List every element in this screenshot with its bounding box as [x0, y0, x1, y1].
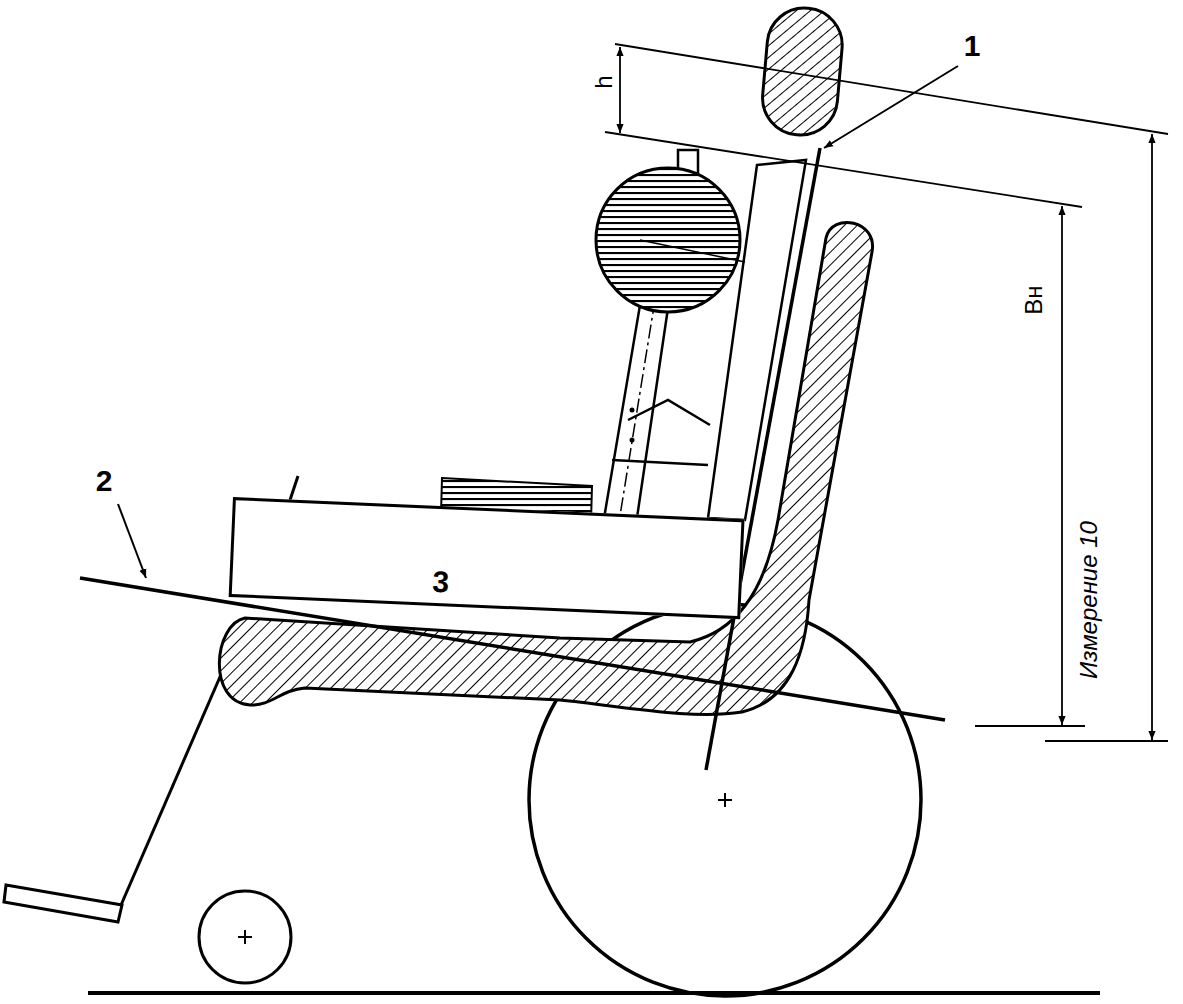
dimension-line: [1061, 206, 1063, 725]
ground-line: [88, 991, 1100, 995]
disk-axis: [640, 240, 745, 262]
axle-mark: [718, 793, 732, 807]
leader-line: [824, 66, 958, 148]
leader-line: [118, 504, 146, 578]
extension-line: [605, 132, 1082, 207]
seat-block: 3: [229, 497, 745, 619]
linkage: [612, 400, 710, 465]
callout-number: 3: [432, 565, 450, 600]
head-form: [759, 5, 845, 138]
dimension-label: Вн: [1022, 285, 1046, 314]
callout-number: 2: [96, 466, 113, 496]
footrest: [4, 885, 122, 922]
extension-line: [615, 44, 1168, 134]
dimension-label: Измерение 10: [1077, 521, 1101, 679]
axle-mark: [238, 930, 252, 944]
dimension-line: [619, 47, 621, 133]
front-frame: [118, 640, 236, 912]
dimension-line: [1151, 134, 1153, 740]
extension-line: [1045, 740, 1168, 742]
extension-line: [975, 725, 1085, 727]
back-reference-line: [706, 148, 820, 770]
dimension-label: h: [592, 75, 616, 88]
seat-tick: [290, 476, 298, 500]
callout-number: 1: [964, 31, 981, 61]
caster-wheel: [199, 891, 291, 983]
disk-weight: [596, 168, 740, 312]
